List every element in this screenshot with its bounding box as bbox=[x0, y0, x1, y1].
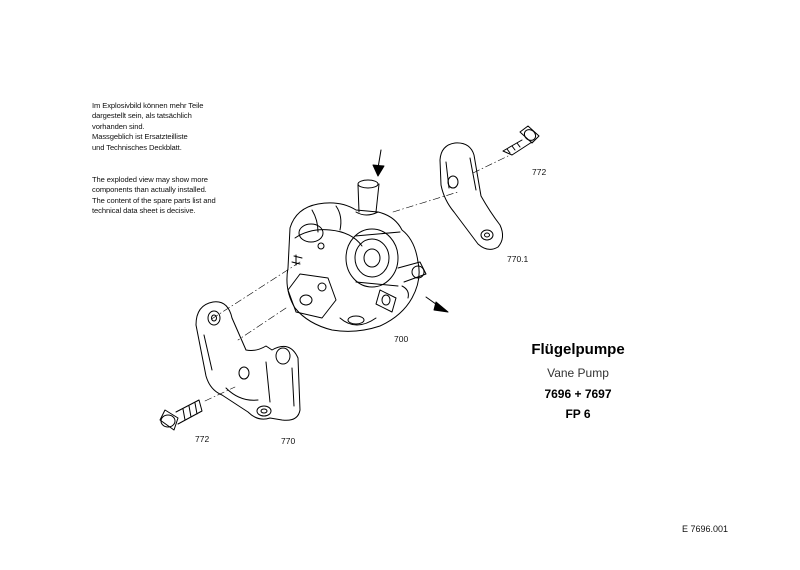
outlet-arrow bbox=[425, 296, 449, 313]
note-english: The exploded view may show more componen… bbox=[92, 175, 216, 216]
drawing-subtitle: Vane Pump bbox=[547, 366, 609, 380]
part-label-772-top: 772 bbox=[532, 167, 547, 177]
bracket-770-1 bbox=[439, 142, 504, 250]
bolt-772-top bbox=[502, 125, 540, 156]
model-numbers: 7696 + 7697 bbox=[544, 387, 612, 401]
bolt-772-bottom bbox=[159, 399, 203, 431]
drawing-id: E 7696.001 bbox=[682, 524, 729, 534]
vane-pump-700 bbox=[286, 179, 427, 332]
assembly-axis-lines bbox=[204, 155, 509, 402]
part-label-700: 700 bbox=[394, 334, 409, 344]
pump-code: FP 6 bbox=[565, 407, 591, 421]
part-label-770: 770 bbox=[281, 436, 296, 446]
note-german: Im Explosivbild können mehr Teile darges… bbox=[92, 101, 204, 152]
part-label-772-bottom: 772 bbox=[195, 434, 210, 444]
inlet-arrow bbox=[372, 149, 385, 177]
bracket-770 bbox=[195, 301, 301, 421]
part-label-770-1: 770.1 bbox=[507, 254, 529, 264]
drawing-title: Flügelpumpe bbox=[531, 341, 625, 358]
